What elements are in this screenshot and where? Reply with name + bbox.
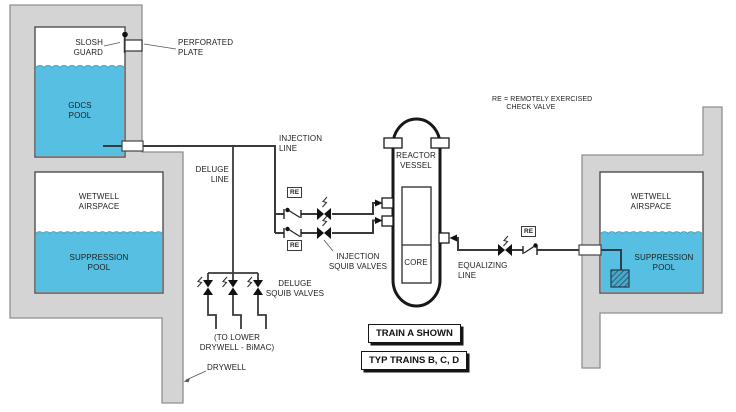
core-label: CORE	[404, 258, 428, 267]
squib-valve-icon-equalizing	[498, 244, 512, 256]
deluge-line-label: DELUGE LINE	[195, 165, 229, 184]
slosh-guard-icon	[122, 31, 128, 38]
suction-strainer-icon	[610, 269, 630, 288]
reactor-vessel-label: REACTOR VESSEL	[396, 151, 436, 170]
left-suppression-surface	[35, 231, 163, 235]
lightning-icon-equalizing	[503, 235, 509, 247]
vessel-flange-right	[430, 137, 450, 149]
vessel-flange-left	[383, 137, 403, 149]
train-a-shown-box: TRAIN A SHOWN	[368, 324, 461, 343]
vessel-nozzle-equalizing	[438, 232, 450, 244]
right-suppression-surface	[600, 231, 703, 235]
vessel-nozzle-injection-top	[381, 197, 394, 209]
re-definition-note: RE = REMOTELY EXERCISED CHECK VALVE	[492, 96, 593, 112]
squib-valve-icon-injection-bottom	[317, 227, 331, 239]
flow-arrow-icon-top	[375, 199, 383, 207]
gdcs-wall-fitting	[121, 140, 144, 152]
squib-valve-icon-deluge-1	[203, 280, 213, 295]
left-suppression-pool-label: SUPPRESSION POOL	[69, 253, 129, 272]
slosh-guard-label: SLOSH GUARD	[73, 38, 103, 57]
strainer-pipe	[601, 249, 622, 270]
squib-valve-icon-injection-top	[317, 208, 331, 220]
equalizing-wall-fitting	[578, 244, 602, 256]
deluge-pipe	[207, 146, 267, 329]
left-wetwell-airspace-label: WETWELL AIRSPACE	[78, 192, 120, 211]
injection-squib-leader	[323, 239, 334, 252]
gdcs-pool-water	[36, 68, 124, 156]
squib-valve-icon-deluge-2	[228, 280, 238, 295]
gdcs-water-surface	[35, 65, 125, 69]
slosh-guard-leader	[103, 42, 121, 47]
drywell-leader-arrow-icon	[183, 378, 190, 383]
core-shroud	[401, 186, 432, 284]
equalizing-pipe	[452, 237, 579, 251]
injection-squib-valves-label: INJECTION SQUIB VALVES	[328, 252, 388, 271]
re-tag-injection-bottom: RE	[287, 240, 303, 251]
lightning-icon-deluge-1	[197, 276, 203, 288]
perforated-plate	[124, 39, 143, 52]
perforated-plate-leader	[143, 43, 177, 50]
lightning-icon-deluge-2	[222, 276, 228, 288]
deluge-squib-valves-label: DELUGE SQUIB VALVES	[265, 279, 325, 298]
check-valve-icon-injection-bottom	[283, 226, 302, 238]
re-tag-equalizing: RE	[521, 226, 537, 237]
check-valve-icon-injection-top	[283, 207, 302, 219]
vessel-nozzle-injection-bottom	[381, 215, 394, 227]
flow-arrow-icon-equalizing	[449, 234, 457, 242]
left-suppression-water	[36, 234, 162, 292]
injection-line-label: INJECTION LINE	[279, 134, 323, 153]
right-suppression-pool-label: SUPPRESSION POOL	[634, 253, 694, 272]
injection-pipe-main	[103, 145, 276, 233]
gdcs-pool-label: GDCS POOL	[68, 101, 92, 120]
re-tag-injection-top: RE	[287, 187, 303, 198]
equalizing-line-label: EQUALIZING LINE	[458, 261, 508, 280]
check-valve-icon-equalizing	[522, 243, 538, 255]
drywell-label: DRYWELL	[207, 363, 247, 372]
lightning-icon-deluge-3	[247, 276, 253, 288]
flow-arrow-icon-bottom	[375, 217, 383, 224]
perforated-plate-label: PERFORATED PLATE	[178, 38, 234, 57]
lightning-icon-injection-top	[322, 196, 328, 208]
squib-valve-icon-deluge-3	[253, 280, 263, 295]
to-lower-drywell-label: (TO LOWER DRYWELL - BiMAC)	[199, 333, 275, 352]
lightning-icon-injection-bottom	[322, 215, 328, 227]
right-wetwell-airspace-label: WETWELL AIRSPACE	[630, 192, 672, 211]
typ-trains-box: TYP TRAINS B, C, D	[361, 351, 468, 370]
